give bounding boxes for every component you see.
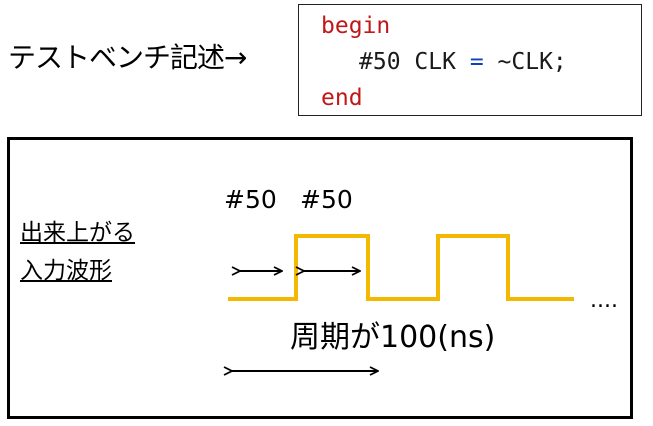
period-label: 周期が100(ns) (290, 320, 496, 355)
delay-label-first: #50 (224, 185, 277, 214)
testbench-label-text: テストベンチ記述 (8, 41, 225, 74)
label-input-waveform: 入力波形 (20, 258, 112, 284)
label-resulting: 出来上がる (20, 220, 135, 246)
code-lhs: CLK (414, 49, 456, 75)
code-end: end (321, 85, 363, 111)
code-snippet: begin #50 CLK = ~CLK; end (298, 4, 642, 116)
testbench-label: テストベンチ記述→ (8, 40, 248, 76)
code-rhs: ~CLK; (497, 49, 567, 75)
continuation-dots: .... (590, 288, 618, 313)
right-arrow-icon: → (224, 41, 247, 74)
delay-label-second: #50 (300, 185, 353, 214)
waveform-frame (7, 137, 633, 419)
code-operator: = (469, 49, 484, 75)
code-delay: #50 (359, 49, 401, 75)
code-begin: begin (321, 13, 391, 39)
clock-waveform (228, 234, 574, 301)
code-statement: #50 CLK = ~CLK; (321, 44, 641, 80)
